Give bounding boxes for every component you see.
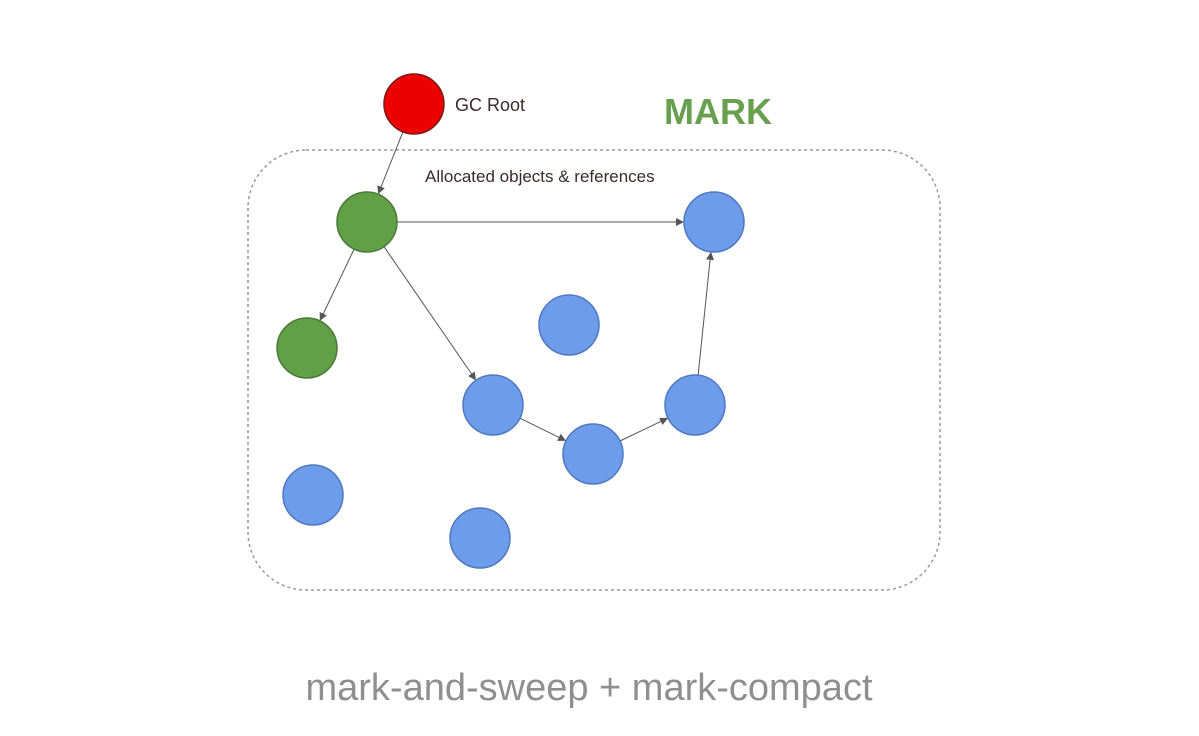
reference-edge-root-a (377, 131, 404, 195)
heap-region-border (247, 149, 941, 591)
marked-object-node-a (336, 191, 398, 253)
unmarked-object-node-h (282, 464, 344, 526)
reference-edge-e-f (519, 417, 567, 441)
gc-root-label: GC Root (455, 95, 525, 115)
reference-edge-a-e (383, 246, 476, 381)
unmarked-object-node-d (538, 294, 600, 356)
reference-edge-a-b (319, 248, 355, 321)
reference-edge-f-g (619, 417, 669, 442)
unmarked-object-node-i (449, 507, 511, 569)
caption: mark-and-sweep + mark-compact (305, 667, 872, 709)
references (319, 131, 715, 442)
heap-region-label: Allocated objects & references (425, 167, 655, 186)
unmarked-object-node-c (683, 191, 745, 253)
objects (276, 73, 745, 569)
unmarked-object-node-g (664, 374, 726, 436)
phase-title: MARK (664, 91, 772, 132)
marked-object-node-b (276, 317, 338, 379)
reference-edge-g-c (697, 251, 715, 376)
gc-root-node (383, 73, 445, 135)
unmarked-object-node-f (562, 423, 624, 485)
unmarked-object-node-e (462, 374, 524, 436)
